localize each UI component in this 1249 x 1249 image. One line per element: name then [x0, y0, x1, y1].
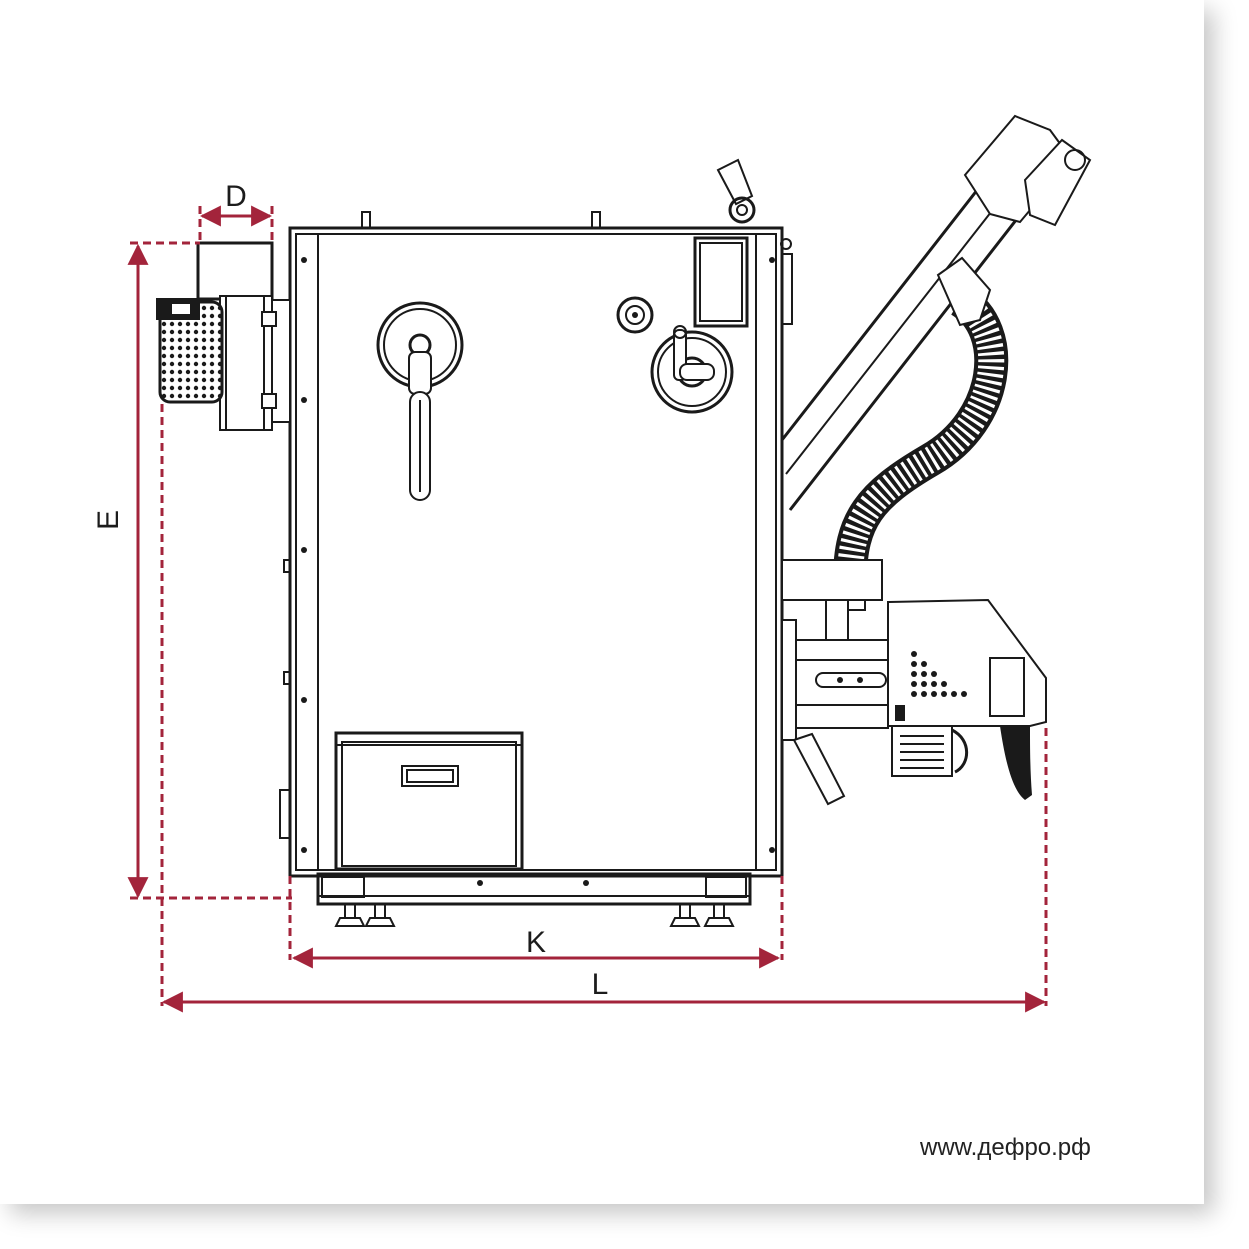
burner-vent-dots	[911, 651, 967, 697]
boiler-body	[279, 211, 784, 878]
dimension-l-label: L	[592, 968, 609, 1001]
fan-mesh-housing	[156, 298, 224, 404]
top-latch	[716, 158, 756, 224]
burner-mount	[780, 238, 889, 806]
leveling-foot	[669, 903, 701, 927]
leveling-foot	[334, 903, 366, 927]
flue-outlet	[196, 241, 291, 431]
pellet-burner	[887, 598, 1047, 800]
dimension-d-label: D	[225, 180, 247, 213]
dimension-e-label: E	[92, 510, 125, 530]
dimension-lines	[127, 205, 1048, 1013]
dimension-k-label: K	[526, 926, 546, 959]
leveling-foot	[364, 903, 396, 927]
feeder-motor	[963, 114, 1092, 227]
control-panel	[693, 236, 749, 328]
valve-wheel	[650, 325, 734, 414]
leveling-foot	[703, 903, 735, 927]
boiler-base	[316, 872, 752, 927]
ash-drawer	[334, 731, 524, 871]
door-wheel-handle	[376, 301, 464, 501]
website-url: www.дефро.рф	[920, 1134, 1091, 1161]
small-gauge	[616, 296, 654, 334]
